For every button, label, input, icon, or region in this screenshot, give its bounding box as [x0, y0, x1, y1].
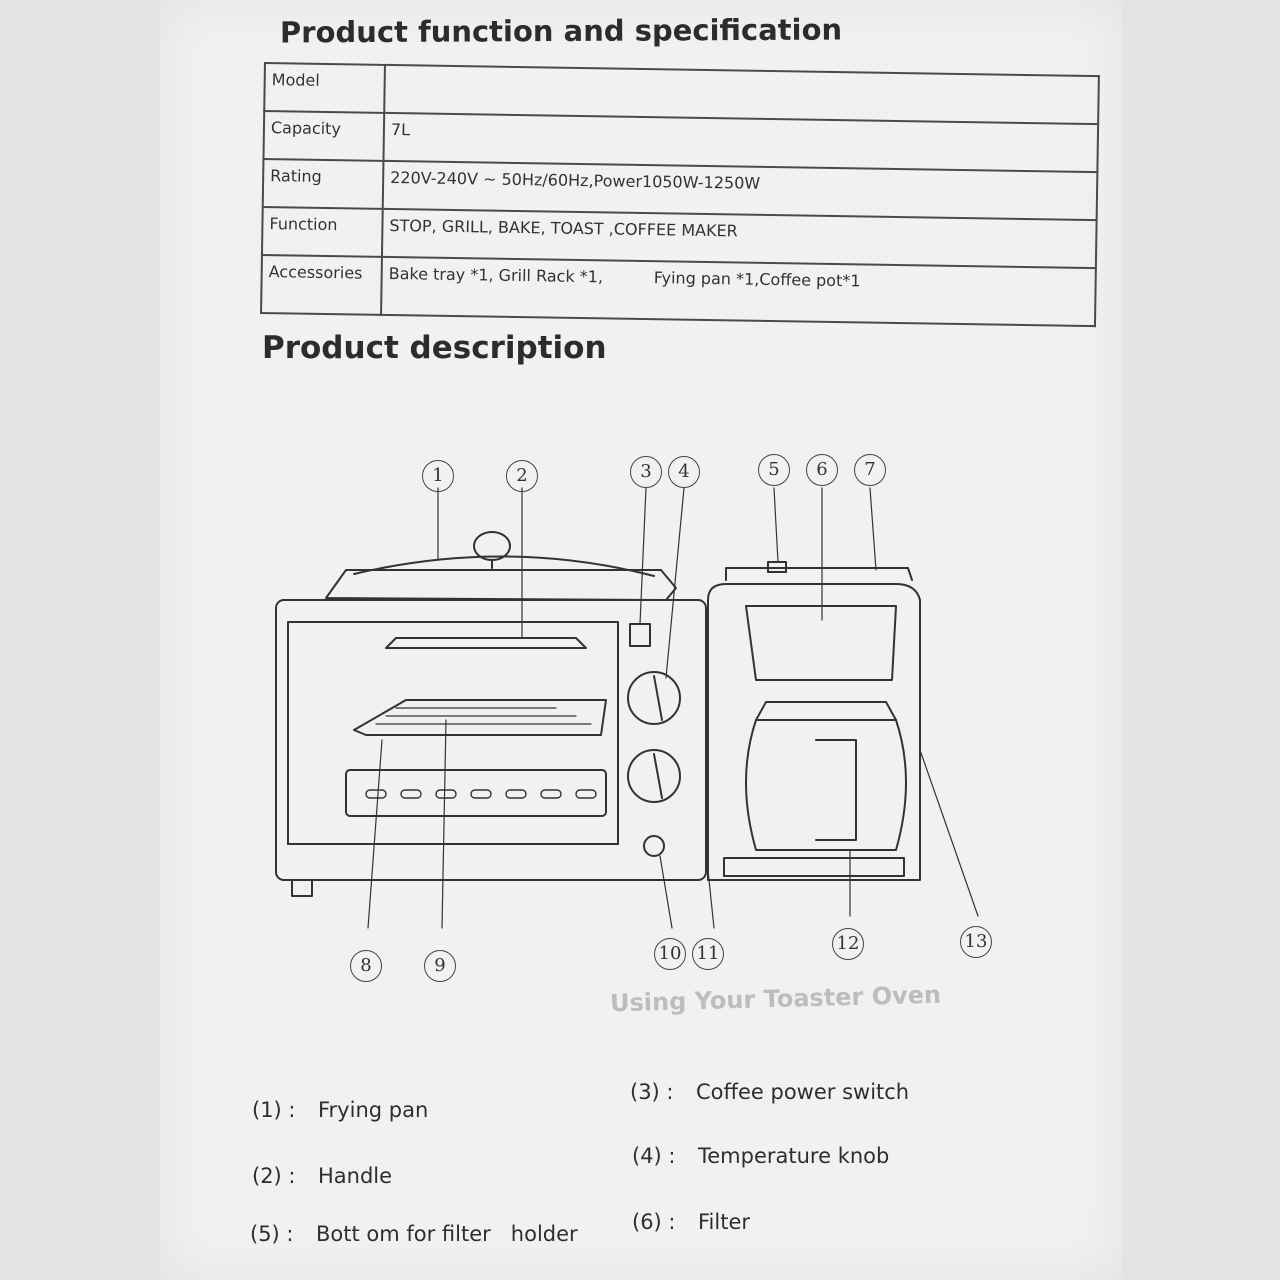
callout-8: 8 — [350, 950, 382, 982]
coffee-power-switch — [629, 623, 651, 647]
frying-pan — [325, 569, 677, 601]
temperature-knob — [627, 671, 681, 725]
legend-number: (4) : — [632, 1144, 676, 1168]
spec-label: Accessories — [261, 254, 382, 315]
manual-page: Product function and specification Model… — [160, 0, 1122, 1280]
callout-2: 2 — [506, 460, 538, 492]
legend-label: Coffee power switch — [696, 1080, 910, 1104]
warming-plate — [723, 857, 905, 877]
legend-label: Filter — [698, 1210, 751, 1234]
callout-3: 3 — [630, 456, 662, 488]
coffee-maker-body — [707, 583, 921, 881]
callout-12: 12 — [832, 928, 864, 960]
legend-item-3: (3) : Coffee power switch — [630, 1080, 909, 1104]
callout-13: 13 — [960, 926, 992, 958]
grill-rack — [353, 699, 607, 736]
pan-handle — [385, 637, 587, 649]
spec-label: Model — [264, 63, 385, 113]
spec-label: Function — [261, 206, 383, 257]
callout-10: 10 — [654, 938, 686, 970]
filter-holder-button — [767, 561, 787, 573]
legend-number: (1) : — [252, 1098, 296, 1122]
oven-body — [275, 599, 707, 881]
legend-label: Handle — [318, 1164, 393, 1188]
coffee-pot — [745, 719, 907, 851]
description-section-title: Product description — [262, 330, 607, 366]
product-diagram: 1 2 3 4 5 6 7 8 9 10 11 12 13 — [256, 450, 1096, 990]
indicator-light — [643, 835, 665, 857]
callout-9: 9 — [424, 950, 456, 982]
callout-1: 1 — [422, 460, 454, 492]
callout-5: 5 — [758, 454, 790, 486]
bake-tray — [345, 769, 607, 817]
legend-number: (6) : — [632, 1210, 676, 1234]
legend-label: Temperature knob — [698, 1144, 890, 1168]
spec-label: Rating — [262, 159, 384, 209]
timer-knob — [627, 749, 681, 803]
legend-item-2: (2) : Handle — [252, 1164, 392, 1188]
spec-value: Bake tray *1, Grill Rack *1, Fying pan *… — [381, 256, 1096, 327]
legend-item-6: (6) : Filter — [632, 1210, 750, 1234]
filter-basket — [745, 605, 897, 681]
legend-item-1: (1) : Frying pan — [252, 1098, 428, 1122]
callout-11: 11 — [692, 938, 724, 970]
legend-number: (3) : — [630, 1080, 674, 1104]
legend-item-4: (4) : Temperature knob — [632, 1144, 889, 1168]
oven-window — [287, 621, 619, 845]
spec-label: Capacity — [263, 111, 385, 161]
coffee-maker-lid — [725, 567, 913, 581]
callout-6: 6 — [806, 454, 838, 486]
spec-table: Model Capacity 7L Rating 220V-240V ~ 50H… — [260, 62, 1100, 327]
callout-7: 7 — [854, 454, 886, 486]
toaster-oven-illustration — [275, 487, 979, 929]
callout-4: 4 — [668, 456, 700, 488]
legend-label: Bott om for filter holder — [316, 1222, 578, 1246]
pan-lid — [353, 555, 655, 577]
legend-label: Frying pan — [318, 1098, 429, 1122]
legend-item-5: (5) : Bott om for filter holder — [250, 1222, 578, 1246]
spec-row-accessories: Accessories Bake tray *1, Grill Rack *1,… — [261, 254, 1096, 327]
legend-number: (2) : — [252, 1164, 296, 1188]
spec-section-title: Product function and specification — [279, 12, 843, 50]
legend-number: (5) : — [250, 1222, 294, 1246]
